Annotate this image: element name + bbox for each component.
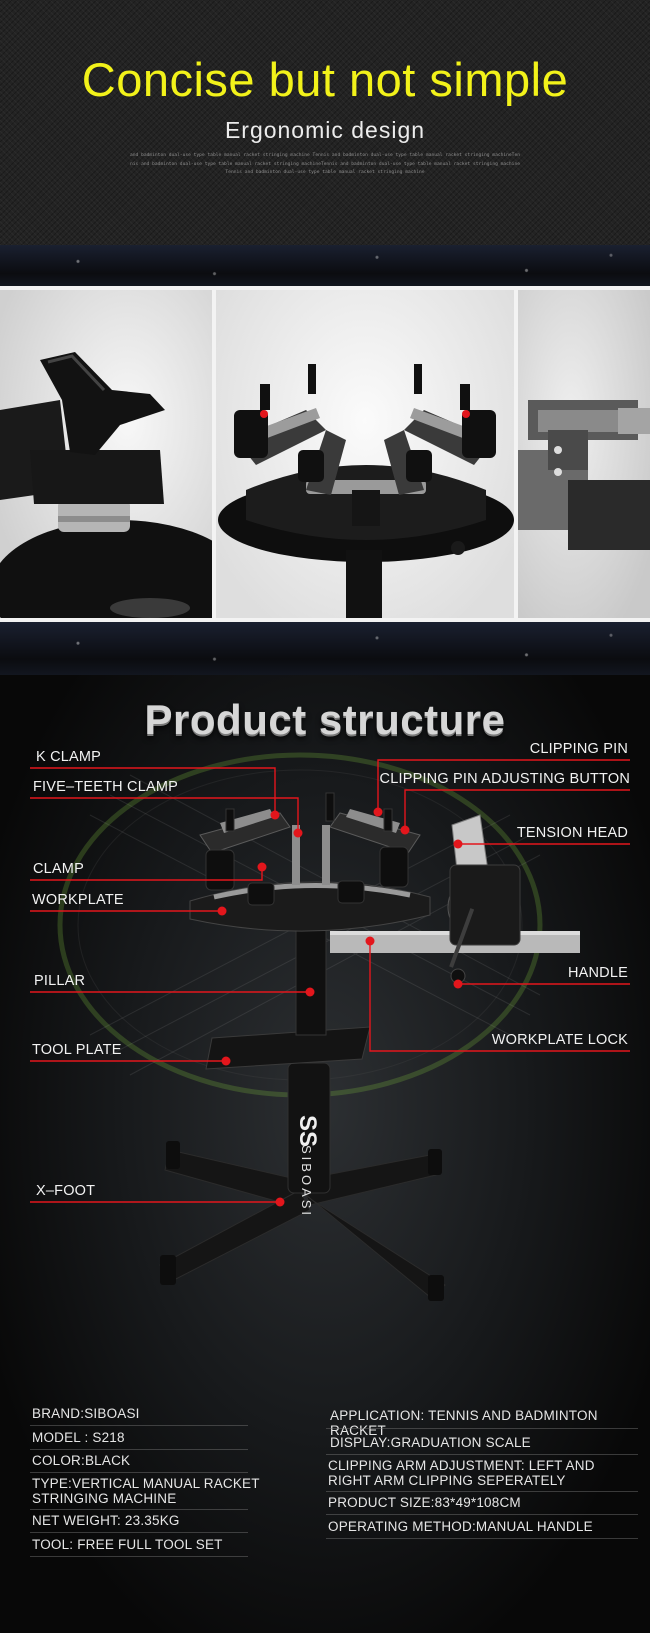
spec-application: APPLICATION: TENNIS AND BADMINTON RACKET — [330, 1408, 598, 1438]
label-handle: HANDLE — [567, 965, 628, 981]
spec-display: DISPLAY:GRADUATION SCALE — [330, 1435, 531, 1450]
turntable-photo — [216, 290, 514, 618]
spec-divider — [30, 1425, 248, 1426]
hero-headline: Concise but not simple — [81, 53, 569, 106]
tension-head-photo — [518, 290, 650, 618]
hero-subtitle: Ergonomic design — [224, 117, 426, 143]
spec-divider — [326, 1538, 638, 1539]
spec-sheet: BRAND:SIBOASI MODEL : S218 COLOR:BLACK T… — [0, 1395, 650, 1633]
structure-title: Product structure — [144, 696, 506, 743]
label-x-foot: X–FOOT — [36, 1183, 96, 1199]
spec-model: MODEL : S218 — [32, 1430, 125, 1445]
knob-closeup-photo — [0, 290, 212, 618]
spec-divider — [326, 1428, 638, 1429]
label-tension-head: TENSION HEAD — [516, 825, 628, 841]
spec-divider — [326, 1514, 638, 1515]
detail-photo-strip — [0, 286, 650, 622]
column-brand-text: SIBOASI — [299, 1145, 314, 1218]
spec-clipping-arm-adjustment: CLIPPING ARM ADJUSTMENT: LEFT AND RIGHT … — [328, 1458, 595, 1488]
label-pillar: PILLAR — [34, 973, 86, 989]
label-k-clamp: K CLAMP — [36, 749, 102, 765]
spec-brand: BRAND:SIBOASI — [32, 1406, 140, 1421]
label-tool-plate: TOOL PLATE — [32, 1042, 122, 1058]
stringing-machine-diagram: SS SIBOASI — [30, 752, 630, 1301]
spec-divider — [30, 1472, 248, 1473]
spec-divider — [326, 1454, 638, 1455]
spec-divider — [30, 1532, 248, 1533]
starfield-divider — [0, 245, 650, 286]
spec-divider — [326, 1491, 638, 1492]
label-workplate-lock: WORKPLATE LOCK — [491, 1032, 628, 1048]
spec-tool: TOOL: FREE FULL TOOL SET — [32, 1537, 223, 1552]
label-clamp: CLAMP — [33, 861, 84, 877]
hero-fine-print: and badminton dual-use type table manual… — [130, 153, 520, 175]
spec-divider — [30, 1449, 248, 1450]
spec-divider — [30, 1556, 248, 1557]
product-structure-section: SS SIBOASI — [0, 675, 650, 1633]
column-logo-mark: SS — [294, 1115, 321, 1147]
spec-product-size: PRODUCT SIZE:83*49*108CM — [328, 1495, 521, 1510]
label-workplate: WORKPLATE — [32, 892, 124, 908]
label-clipping-pin-adjusting-button: CLIPPING PIN ADJUSTING BUTTON — [379, 771, 630, 787]
spec-color: COLOR:BLACK — [32, 1453, 131, 1468]
spec-type: TYPE:VERTICAL MANUAL RACKET STRINGING MA… — [32, 1476, 260, 1506]
spec-operating-method: OPERATING METHOD:MANUAL HANDLE — [328, 1519, 593, 1534]
label-clipping-pin: CLIPPING PIN — [529, 741, 628, 757]
label-five-teeth-clamp: FIVE–TEETH CLAMP — [33, 779, 179, 795]
starfield-divider-2 — [0, 622, 650, 675]
spec-divider — [30, 1509, 248, 1510]
spec-net-weight: NET WEIGHT: 23.35KG — [32, 1513, 180, 1528]
hero-banner: Concise but not simple Ergonomic design … — [0, 0, 650, 245]
